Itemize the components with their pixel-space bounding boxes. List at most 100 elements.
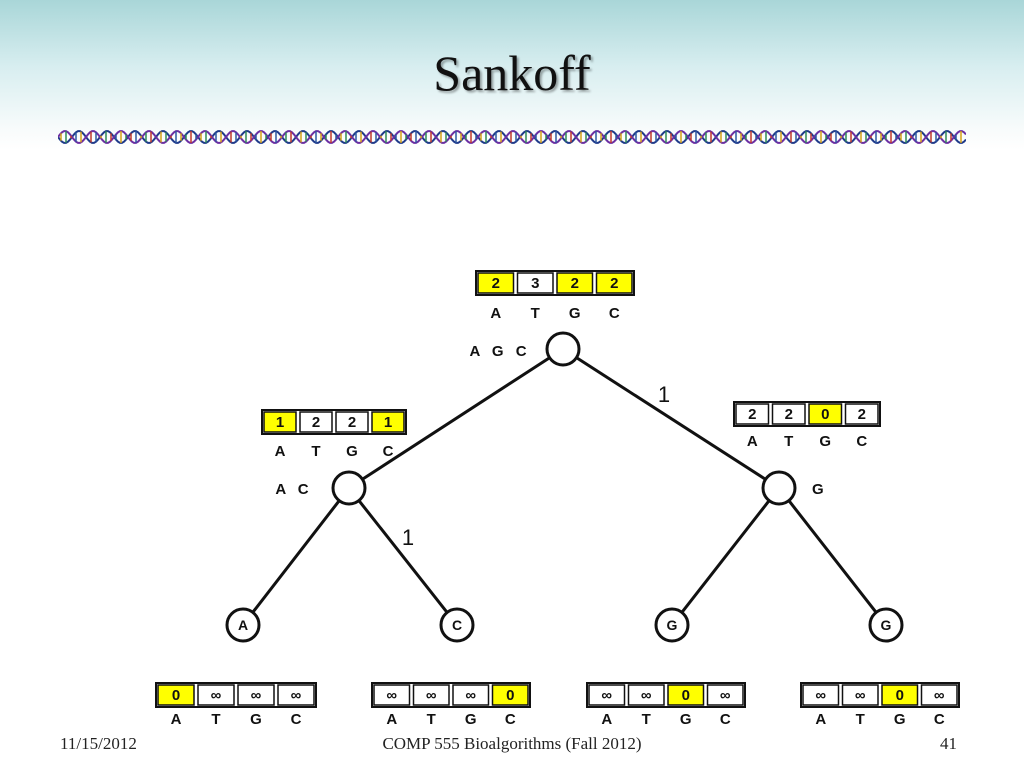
cost-value: ∞ — [465, 687, 476, 704]
node-right — [761, 470, 797, 506]
base-label: C — [383, 443, 394, 460]
node-label-right: G — [812, 481, 828, 498]
cost-cell — [802, 684, 840, 706]
cost-cell — [595, 272, 633, 294]
base-label: T — [784, 433, 793, 450]
cost-value: 2 — [312, 414, 320, 431]
cost-cell — [881, 684, 919, 706]
tree-nodes: A C G G — [225, 331, 904, 643]
dna-helix-divider — [58, 130, 966, 144]
base-label: C — [934, 711, 945, 728]
cost-value: 0 — [896, 687, 904, 704]
base-label: A — [601, 711, 612, 728]
base-label: T — [211, 711, 220, 728]
footer-course: COMP 555 Bioalgorithms (Fall 2012) — [382, 734, 642, 753]
base-label: A — [386, 711, 397, 728]
cost-value: ∞ — [426, 687, 437, 704]
page-number: 41 — [940, 734, 957, 753]
cost-cell — [237, 684, 275, 706]
cost-value: 3 — [531, 275, 539, 292]
cost-table-leaf3: ∞A∞T0G∞C — [586, 682, 746, 728]
base-label: C — [291, 711, 302, 728]
base-label: A — [275, 443, 286, 460]
cost-cell — [841, 684, 879, 706]
cost-value: ∞ — [211, 687, 222, 704]
edge-costs: 11 — [402, 382, 670, 550]
node-leaf3 — [654, 607, 690, 643]
cost-cell — [491, 684, 529, 706]
tree-edges — [251, 356, 878, 614]
cost-cell — [735, 403, 770, 425]
cost-cell — [627, 684, 665, 706]
edge-root-left — [361, 356, 551, 481]
cost-value: ∞ — [934, 687, 945, 704]
cost-cell — [667, 684, 705, 706]
cost-table-border — [261, 409, 407, 435]
cost-cell — [197, 684, 235, 706]
cost-table-border — [800, 682, 960, 708]
cost-cell — [844, 403, 879, 425]
cost-cell — [373, 684, 411, 706]
cost-value: 0 — [821, 406, 829, 423]
cost-table-border — [586, 682, 746, 708]
cost-value: 0 — [172, 687, 180, 704]
cost-table-leaf1: 0A∞T∞G∞C — [155, 682, 317, 728]
leaf-label-leaf3: G — [667, 617, 678, 633]
cost-cell — [412, 684, 450, 706]
cost-value: 2 — [785, 406, 793, 423]
leaf-label-leaf4: G — [881, 617, 892, 633]
base-label: G — [569, 305, 581, 322]
cost-cell — [920, 684, 958, 706]
node-leaf2 — [439, 607, 475, 643]
cost-cell — [452, 684, 490, 706]
cost-cell — [556, 272, 594, 294]
base-label: C — [720, 711, 731, 728]
base-label: C — [609, 305, 620, 322]
node-leaf1 — [225, 607, 261, 643]
cost-tables: 2A3T2G2C1A2T2G1C2A2T0G2C0A∞T∞G∞C∞A∞T∞G0C… — [155, 270, 960, 728]
edge-right-leaf3 — [680, 499, 771, 614]
cost-cell — [263, 411, 297, 433]
base-label: G — [465, 711, 477, 728]
cost-value: ∞ — [386, 687, 397, 704]
edge-root-right — [575, 356, 767, 481]
node-label-left: A C — [275, 481, 312, 498]
slide-title: Sankoff — [433, 45, 591, 101]
cost-value: 0 — [506, 687, 514, 704]
base-label: G — [250, 711, 262, 728]
cost-cell — [335, 411, 369, 433]
base-label: T — [642, 711, 651, 728]
cost-cell — [808, 403, 843, 425]
leaf-label-leaf1: A — [238, 617, 248, 633]
cost-cell — [706, 684, 744, 706]
cost-cell — [299, 411, 333, 433]
node-leaf4 — [868, 607, 904, 643]
node-root — [545, 331, 581, 367]
base-label: T — [856, 711, 865, 728]
cost-value: ∞ — [291, 687, 302, 704]
header-band — [0, 0, 1024, 150]
cost-value: 2 — [571, 275, 579, 292]
base-label: A — [815, 711, 826, 728]
cost-cell — [371, 411, 405, 433]
cost-value: ∞ — [815, 687, 826, 704]
cost-table-leaf2: ∞A∞T∞G0C — [371, 682, 531, 728]
base-label: T — [531, 305, 540, 322]
cost-value: ∞ — [641, 687, 652, 704]
cost-table-leaf4: ∞A∞T0G∞C — [800, 682, 960, 728]
base-label: C — [505, 711, 516, 728]
cost-value: 2 — [348, 414, 356, 431]
cost-value: 2 — [748, 406, 756, 423]
cost-value: 2 — [492, 275, 500, 292]
base-label: C — [856, 433, 867, 450]
cost-value: 2 — [610, 275, 618, 292]
cost-table-border — [371, 682, 531, 708]
cost-value: 1 — [276, 414, 284, 431]
cost-cell — [588, 684, 626, 706]
edge-left-leaf2 — [357, 499, 449, 614]
edge-left-leaf1 — [251, 499, 341, 614]
cost-cell — [477, 272, 515, 294]
